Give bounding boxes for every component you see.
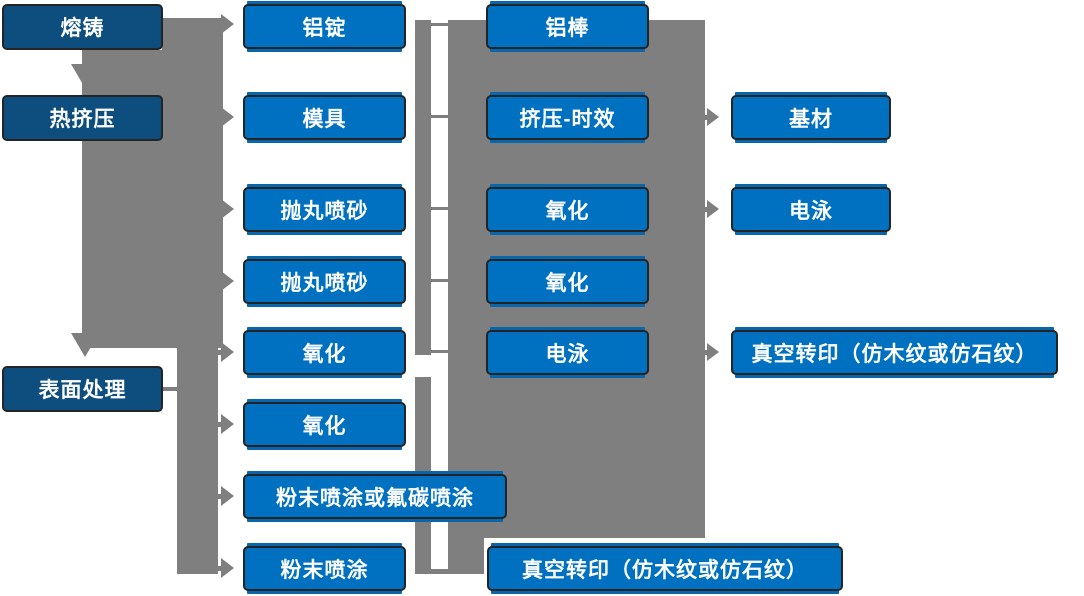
node-shot-blasting-2: 抛丸喷砂 — [243, 259, 406, 304]
arrowhead-down-icon — [71, 64, 99, 88]
node-oxidation-1: 氧化 — [243, 330, 406, 375]
arrowhead-right-icon — [221, 14, 234, 34]
connector-center-foot — [448, 538, 484, 574]
node-shot-blasting-1: 抛丸喷砂 — [243, 187, 406, 232]
arrowhead-right-icon — [707, 108, 719, 126]
connector-bottom-elbow — [431, 569, 448, 574]
connector-rung — [431, 207, 448, 210]
node-aluminum-rod: 铝棒 — [486, 4, 649, 49]
arrowhead-right-icon — [221, 558, 234, 578]
node-electrophoresis-2: 电泳 — [731, 187, 891, 232]
connector-surface-stub — [162, 387, 178, 391]
connector-stub — [703, 350, 709, 355]
connector-stub — [703, 115, 709, 120]
connector-rung — [431, 350, 448, 353]
node-aluminum-ingot: 铝锭 — [243, 4, 406, 49]
connector-stub — [218, 422, 223, 427]
connector-rung — [431, 23, 448, 26]
connector-stub — [703, 207, 709, 212]
arrowhead-right-icon — [221, 342, 234, 362]
node-powder-or-fluorocarbon-coating: 粉末喷涂或氟碳喷涂 — [243, 474, 507, 519]
node-surface-treatment: 表面处理 — [2, 366, 163, 412]
node-mold: 模具 — [243, 95, 406, 140]
connector-stub — [218, 207, 223, 212]
node-oxidation-2: 氧化 — [243, 402, 406, 447]
connector-stub — [218, 494, 223, 499]
arrowhead-down-icon — [71, 333, 99, 357]
arrowhead-right-icon — [221, 107, 234, 127]
connector-left-bar — [177, 348, 218, 574]
connector-top-arm — [162, 18, 223, 50]
node-vacuum-transfer-2: 真空转印（仿木纹或仿石纹） — [731, 330, 1058, 375]
arrowhead-right-icon — [707, 200, 719, 218]
node-powder-coating: 粉末喷涂 — [243, 546, 406, 591]
node-extrusion-aging: 挤压-时效 — [486, 95, 649, 140]
connector-rung — [431, 115, 448, 118]
node-base-material: 基材 — [731, 95, 891, 140]
node-oxidation-4: 氧化 — [486, 259, 649, 304]
node-hot-extrusion: 热挤压 — [2, 95, 163, 141]
arrowhead-right-icon — [707, 343, 719, 361]
node-melt-casting: 熔铸 — [2, 4, 163, 50]
node-oxidation-3: 氧化 — [486, 187, 649, 232]
node-vacuum-transfer-1: 真空转印（仿木纹或仿石纹） — [487, 546, 843, 591]
node-electrophoresis-1: 电泳 — [486, 330, 649, 375]
connector-stub — [218, 279, 223, 284]
connector-rung — [431, 279, 448, 282]
arrowhead-right-icon — [221, 199, 234, 219]
arrowhead-right-icon — [221, 486, 234, 506]
connector-stub — [218, 566, 223, 571]
connector-mid-bar-upper — [415, 20, 431, 355]
arrowhead-right-icon — [221, 414, 234, 434]
arrowhead-right-icon — [221, 271, 234, 291]
connector-stub — [218, 350, 223, 355]
connector-stub — [218, 115, 223, 120]
